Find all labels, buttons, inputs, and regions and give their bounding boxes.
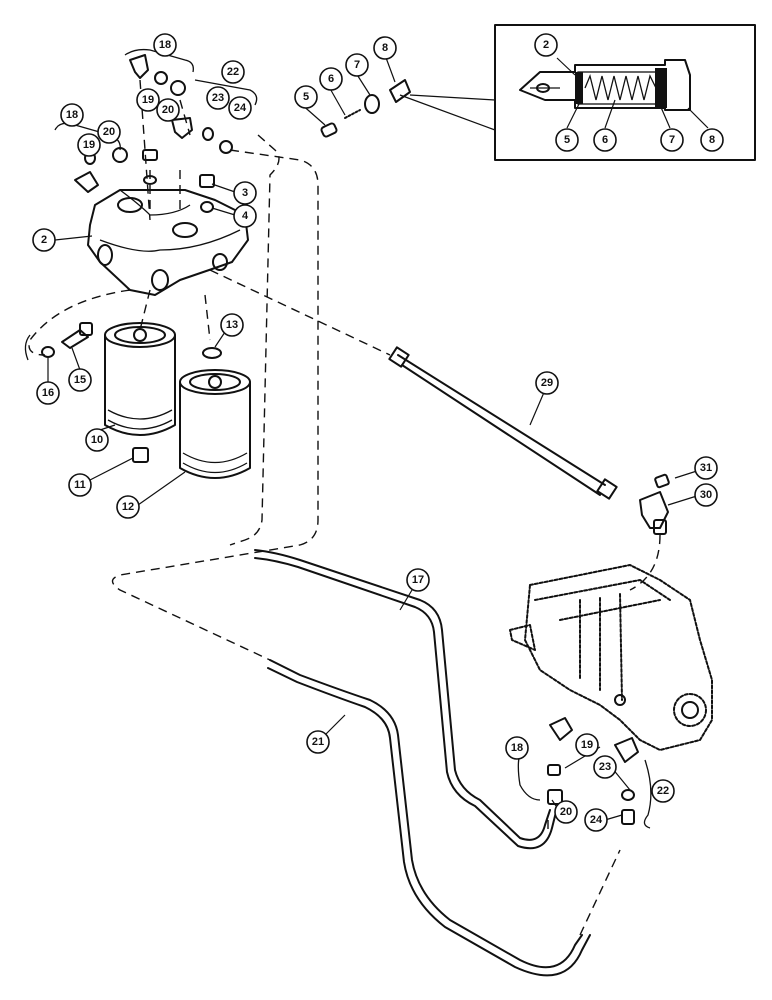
callout-18-left: 18: [66, 109, 78, 121]
callout-20-bot: 20: [560, 806, 572, 818]
callout-23-bot: 23: [599, 761, 611, 773]
inset-callout-5: 5: [564, 134, 570, 146]
o-ring-13: [202, 347, 222, 359]
callout-18-top: 18: [159, 39, 171, 51]
callout-22-top: 22: [227, 66, 239, 78]
callout-24-top: 24: [234, 102, 247, 114]
filter-head: [87, 189, 249, 296]
callout-labels: 2 3 4 5 6 7 8 10 11 12 13 15 16 18 19 20…: [32, 33, 724, 832]
callout-24-bot: 24: [590, 814, 603, 826]
callout-13: 13: [226, 319, 238, 331]
callout-8: 8: [382, 42, 388, 54]
callout-16: 16: [42, 387, 54, 399]
inset-callout-6: 6: [602, 134, 608, 146]
callout-19-top: 19: [142, 94, 154, 106]
callout-5: 5: [303, 91, 309, 103]
fuel-line-17: [254, 549, 557, 850]
callout-20-left: 20: [103, 126, 115, 138]
inset-callout-8: 8: [709, 134, 715, 146]
inset-callout-7: 7: [669, 134, 675, 146]
callout-30: 30: [700, 489, 712, 501]
callout-21: 21: [312, 736, 324, 748]
callout-19-left: 19: [83, 139, 95, 151]
callout-7: 7: [354, 59, 360, 71]
head-fittings: [74, 54, 233, 213]
drain-plug: [132, 447, 149, 463]
callout-23-top: 23: [212, 92, 224, 104]
bolt-and-washer: [41, 322, 93, 358]
check-valve-parts: [320, 79, 496, 138]
injection-pump: [509, 564, 713, 751]
callout-18-bot: 18: [511, 742, 523, 754]
callout-19-bot: 19: [581, 739, 593, 751]
callout-12: 12: [122, 501, 134, 513]
fuel-line-21: [267, 659, 591, 977]
fuel-filter-12: [179, 369, 251, 479]
callout-31: 31: [700, 462, 712, 474]
callout-22-bot: 22: [657, 785, 669, 797]
callout-10: 10: [91, 434, 103, 446]
callout-3: 3: [242, 187, 248, 199]
banjo-fitting-30: [639, 473, 670, 535]
callout-15: 15: [74, 374, 86, 386]
callout-29: 29: [541, 377, 553, 389]
callout-20-top: 20: [162, 104, 174, 116]
callout-17: 17: [412, 574, 424, 586]
callout-11: 11: [74, 479, 86, 491]
inset-detail: [494, 24, 756, 161]
fuel-pipe-29: [388, 346, 618, 500]
inset-callout-2: 2: [543, 39, 549, 51]
callout-6: 6: [328, 73, 334, 85]
callout-4: 4: [242, 210, 249, 222]
callout-2: 2: [41, 234, 47, 246]
fuel-filter-10: [104, 322, 176, 436]
